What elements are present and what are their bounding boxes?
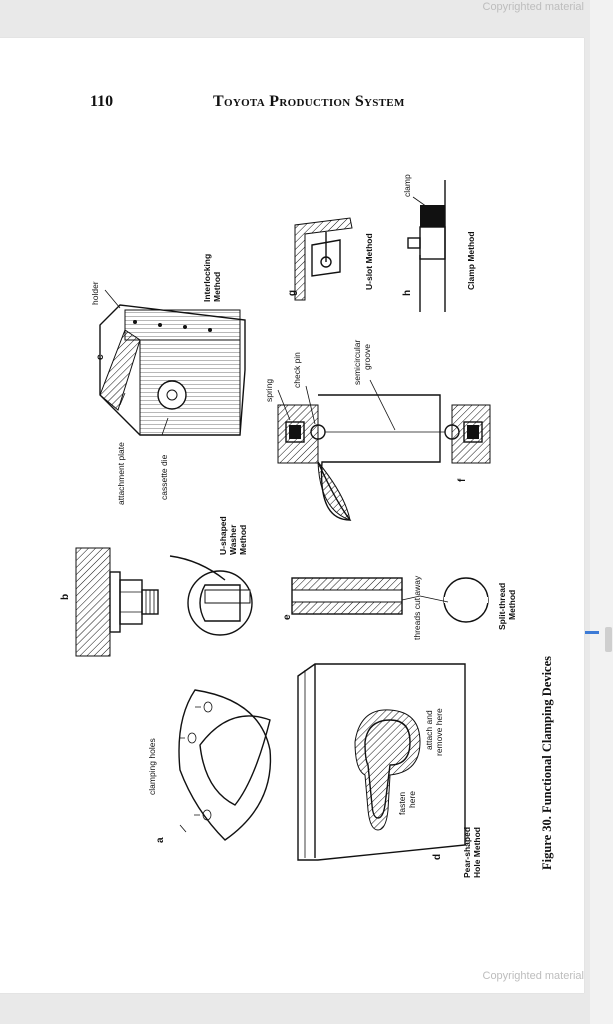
letter-h: h bbox=[402, 290, 413, 296]
method-h: Clamp Method bbox=[466, 231, 476, 290]
letter-e: e bbox=[282, 614, 293, 620]
method-e-line2: Method bbox=[507, 590, 517, 620]
label-spring: spring bbox=[264, 379, 274, 402]
diagram-c: c holder attachment plate cassette die I… bbox=[90, 254, 246, 505]
method-e-line1: Split-thread bbox=[497, 583, 507, 630]
label-attach-and: attach and bbox=[424, 710, 434, 750]
method-d-line2: Hole Method bbox=[472, 827, 482, 878]
label-cassette-die: cassette die bbox=[159, 454, 169, 500]
label-here: here bbox=[407, 791, 417, 808]
method-c-line2: Method bbox=[212, 272, 222, 302]
figure-caption: Figure 30. Functional Clamping Devices bbox=[540, 656, 554, 870]
letter-c: c bbox=[95, 354, 106, 360]
label-clamping-holes: clamping holes bbox=[147, 738, 157, 795]
letter-g: g bbox=[287, 290, 298, 296]
diagram-f: f spring check pin semicircular groove bbox=[264, 339, 491, 521]
diagram-a: clamping holes a bbox=[147, 689, 272, 843]
method-b-line2: Washer bbox=[228, 524, 238, 555]
method-b-line1: U-shaped bbox=[218, 516, 228, 555]
method-d-line1: Pear-shaped bbox=[462, 827, 472, 878]
watermark-top: Copyrighted material bbox=[482, 1, 585, 13]
diagram-g: g U-slot Method bbox=[287, 217, 374, 301]
watermark-bottom: Copyrighted material bbox=[482, 970, 585, 982]
letter-f: f bbox=[457, 478, 468, 482]
scrollbar[interactable] bbox=[590, 0, 613, 1024]
diagram-b: b U-shaped Washer Method bbox=[60, 516, 253, 657]
clamping-devices-figure: clamping holes a b U-shaped Washer Metho… bbox=[60, 174, 554, 878]
label-fasten: fasten bbox=[397, 792, 407, 815]
running-title: Toyota Production System bbox=[213, 93, 405, 110]
scrollbar-thumb[interactable] bbox=[605, 627, 612, 652]
method-b-line3: Method bbox=[238, 525, 248, 555]
letter-b: b bbox=[60, 594, 71, 600]
label-holder: holder bbox=[90, 281, 100, 305]
method-g: U-slot Method bbox=[364, 233, 374, 290]
label-groove: groove bbox=[362, 344, 372, 370]
diagram-h: h clamp Clamp Method bbox=[402, 174, 476, 312]
label-attachment-plate: attachment plate bbox=[116, 442, 126, 505]
label-threads-cut-away: threads cut away bbox=[412, 575, 422, 640]
diagram-d: d fasten here attach and remove here Pea… bbox=[297, 663, 482, 878]
letter-d: d bbox=[432, 854, 443, 860]
label-clamp: clamp bbox=[402, 174, 412, 197]
page-number: 110 bbox=[90, 93, 114, 110]
scroll-position-marker bbox=[585, 631, 599, 634]
label-remove-here: remove here bbox=[434, 708, 444, 756]
diagram-e: e threads cut away Split-thread Method bbox=[282, 575, 517, 640]
book-page bbox=[0, 38, 584, 993]
label-check-pin: check pin bbox=[292, 352, 302, 388]
method-c-line1: Interlocking bbox=[202, 254, 212, 302]
letter-a: a bbox=[155, 837, 166, 843]
label-semicircular: semicircular bbox=[352, 339, 362, 385]
